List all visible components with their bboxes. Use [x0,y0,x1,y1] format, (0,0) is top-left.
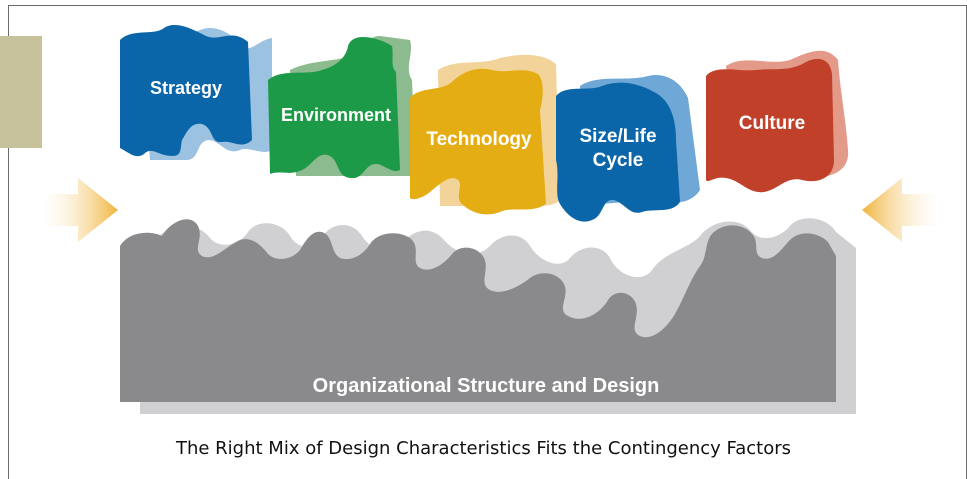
label-technology: Technology [426,129,532,150]
label-size-life-line2: Cycle [593,150,644,171]
frame-border-left [8,5,9,479]
right-arrow-icon [862,178,940,242]
piece-size-life-cycle [556,74,700,222]
label-culture: Culture [739,113,806,134]
base-label: Organizational Structure and Design [313,375,660,397]
piece-environment [268,36,416,179]
left-arrow-icon [42,178,118,242]
base-piece [120,219,836,402]
label-size-life-line1: Size/Life [579,126,656,147]
piece-strategy [120,25,272,160]
label-strategy: Strategy [150,78,222,98]
label-environment: Environment [281,105,391,125]
side-tab-block [0,36,42,148]
piece-culture [706,50,849,193]
piece-technology [410,54,560,215]
frame-border-top [8,5,967,6]
figure-caption: The Right Mix of Design Characteristics … [175,438,792,459]
